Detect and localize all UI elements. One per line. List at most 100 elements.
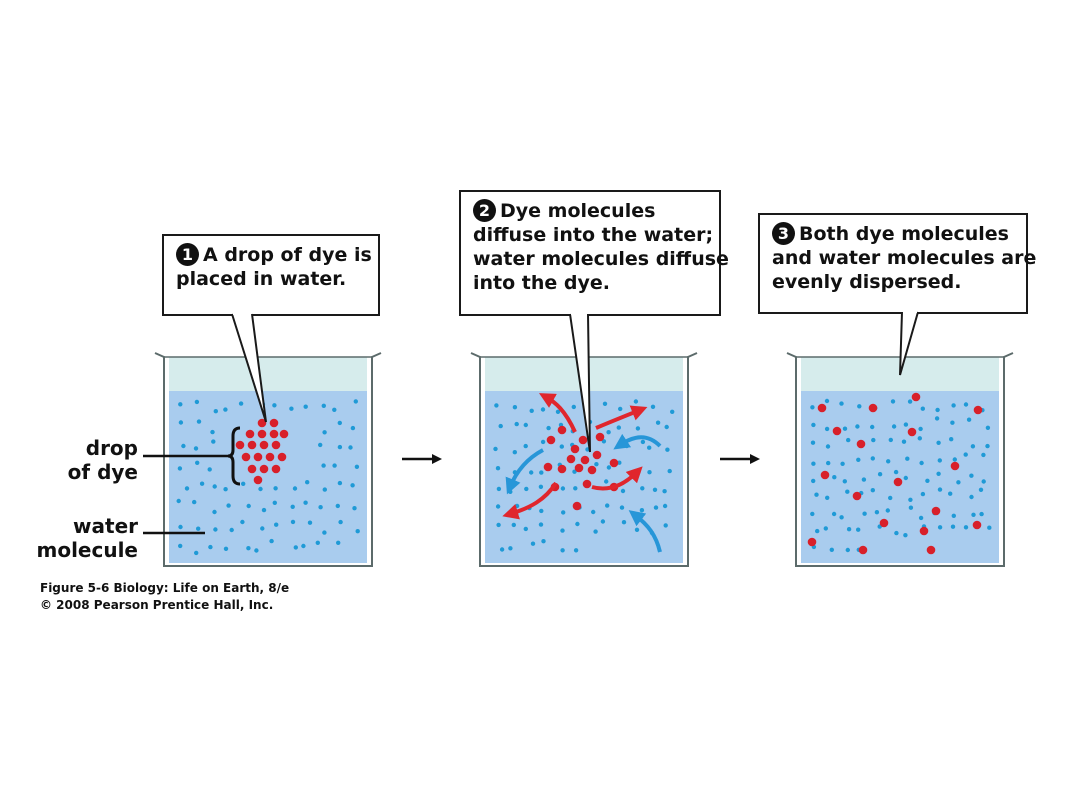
water-molecule (870, 456, 875, 461)
dye-molecule (595, 432, 605, 442)
dye-molecule (911, 392, 921, 402)
dye-molecule (247, 440, 257, 450)
figure-caption: Figure 5-6 Biology: Life on Earth, 8/e (40, 581, 290, 595)
dye-molecule (582, 479, 592, 489)
water-molecule (258, 486, 263, 492)
water-molecule (591, 509, 596, 515)
water-molecule (874, 510, 880, 515)
step-1-text-line-1: A drop of dye is (203, 244, 372, 266)
water-molecule (829, 547, 834, 552)
water-molecule (624, 443, 629, 449)
water-molecule (208, 544, 213, 550)
water-molecule (571, 404, 576, 410)
drop-of-dye-label-line-2: of dye (67, 460, 138, 484)
water-molecule (846, 527, 852, 532)
dye-molecule (557, 425, 567, 435)
dye-molecule (578, 435, 588, 445)
water-molecule (903, 533, 908, 538)
blue-diffusion-arrow-icon (505, 448, 544, 495)
water-molecule (301, 543, 306, 549)
dye-molecule (856, 439, 866, 449)
water-molecule (925, 478, 930, 483)
beaker-1-water (169, 391, 367, 563)
water-molecule (496, 486, 502, 492)
water-molecule (663, 523, 668, 528)
water-molecule (985, 425, 991, 430)
dye-molecule (868, 403, 878, 413)
water-molecule (937, 458, 942, 463)
water-molecule (524, 486, 529, 492)
water-molecule (619, 505, 625, 510)
beaker-2 (470, 352, 698, 567)
water-molecule (273, 486, 278, 491)
water-molecule (241, 481, 246, 486)
water-molecule (352, 506, 357, 511)
water-molecule (918, 515, 924, 521)
water-molecule (307, 520, 313, 525)
water-molecule (814, 492, 819, 497)
water-molecule (355, 529, 360, 534)
water-molecule (178, 420, 184, 425)
water-molecule (192, 499, 197, 505)
dye-molecule (557, 464, 567, 474)
water-molecule (332, 407, 337, 412)
copyright-notice: © 2008 Pearson Prentice Hall, Inc. (40, 598, 274, 612)
water-molecule (332, 463, 337, 468)
step-2-text-line-2: diffuse into the water; (473, 224, 714, 246)
water-molecule (238, 401, 244, 406)
water-molecule-label-line-1: water (73, 514, 138, 538)
beaker-3-water (801, 391, 999, 563)
water-molecule (223, 487, 228, 492)
water-molecule (903, 475, 908, 481)
dye-molecule (235, 440, 245, 450)
water-molecule (919, 460, 924, 466)
water-molecule (493, 446, 498, 452)
water-molecule (952, 457, 957, 462)
water-molecule (888, 495, 893, 501)
water-molecule (211, 439, 216, 444)
water-molecule (662, 503, 668, 509)
dye-molecule (570, 444, 580, 454)
dye-molecule (574, 463, 584, 473)
water-molecule (905, 456, 910, 461)
water-molecule (560, 486, 566, 491)
water-molecule (560, 548, 565, 553)
water-molecule (951, 403, 956, 408)
water-molecule (194, 550, 199, 556)
water-molecule (862, 511, 867, 516)
water-molecule (861, 477, 867, 482)
dye-molecule (271, 464, 281, 474)
water-molecule (223, 546, 229, 551)
step-3-text-line-2: and water molecules are (772, 247, 1037, 269)
water-molecule (815, 528, 820, 534)
water-molecule (353, 399, 358, 404)
water-molecule (871, 437, 876, 443)
water-molecule (810, 440, 816, 445)
water-molecule (621, 520, 627, 525)
dye-molecule (858, 545, 868, 555)
water-molecule (633, 399, 639, 404)
water-molecule (832, 475, 837, 480)
dye-molecule (919, 526, 929, 536)
water-molecule (560, 528, 565, 533)
step-number-badge: 3 (772, 222, 795, 245)
dye-molecule (972, 520, 982, 530)
beaker-3-dye-molecules (807, 392, 983, 555)
water-molecule (498, 423, 503, 429)
dye-molecule (259, 440, 269, 450)
water-molecule (950, 524, 956, 529)
water-molecule (655, 420, 661, 425)
water-molecule (495, 466, 501, 471)
water-molecule (616, 425, 621, 430)
water-molecule (981, 479, 986, 484)
water-molecule (318, 442, 323, 448)
beaker-1-water-molecules (176, 399, 360, 556)
water-molecule (634, 527, 640, 532)
water-molecule (845, 547, 850, 553)
water-molecule (322, 487, 327, 492)
water-molecule (538, 522, 544, 527)
water-molecule (907, 399, 913, 404)
water-molecule (855, 424, 860, 429)
dye-molecule (907, 427, 917, 437)
